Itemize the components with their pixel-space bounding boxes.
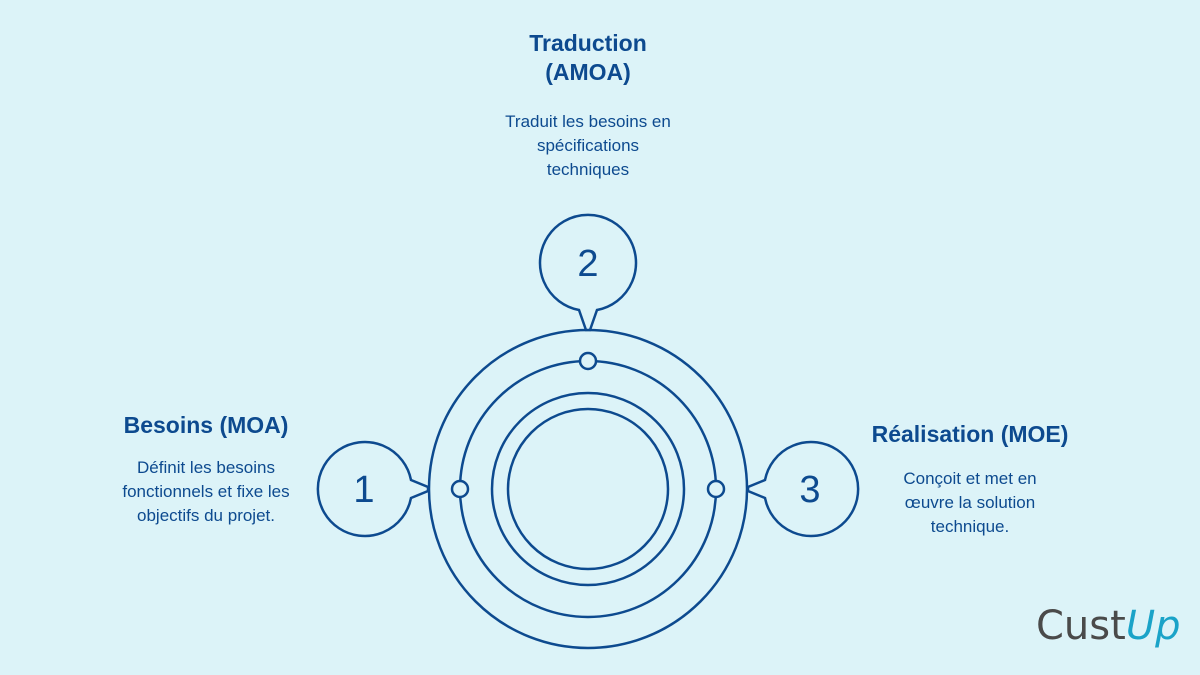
- step-2-number: 2: [577, 243, 598, 285]
- step-3-number: 3: [799, 469, 820, 511]
- orbit-ring: [458, 359, 718, 619]
- step-1-description: Définit les besoins fonctionnels et fixe…: [122, 458, 290, 525]
- step-2-title: Traduction (AMOA): [529, 30, 647, 85]
- core-ring: [506, 407, 670, 571]
- logo-text-up: Up: [1125, 603, 1181, 649]
- step-3-title: Réalisation (MOE): [871, 421, 1069, 447]
- step-2-description: Traduit les besoins en spécifications te…: [505, 112, 671, 179]
- inner-ring: [490, 391, 686, 587]
- step-1-bubble: [316, 440, 430, 538]
- logo-text-cust: Cust: [1036, 603, 1126, 649]
- orbit-dot-right: [706, 479, 726, 499]
- step-3-description: Conçoit et met en œuvre la solution tech…: [903, 469, 1037, 536]
- orbit-dot-top: [578, 351, 598, 371]
- outer-ring: [427, 328, 749, 650]
- custup-logo: CustUp: [1036, 604, 1180, 648]
- step-3-bubble: [746, 440, 860, 538]
- step-1-number: 1: [353, 469, 374, 511]
- step-2-bubble: [538, 213, 638, 332]
- step-1-title: Besoins (MOA): [123, 412, 289, 438]
- orbit-dot-left: [450, 479, 470, 499]
